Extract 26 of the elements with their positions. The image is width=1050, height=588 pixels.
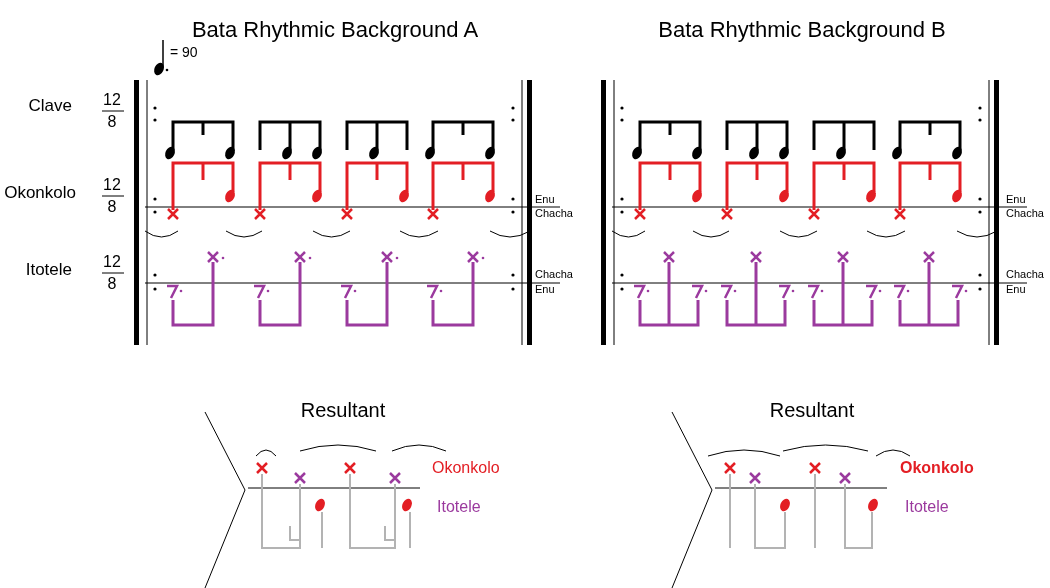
- legend-text: Itotele: [905, 498, 949, 516]
- time-signature-number: 8: [107, 275, 117, 293]
- time-signature-number: 12: [103, 253, 121, 271]
- time-signature-number: 12: [103, 91, 121, 109]
- section-title: Bata Rhythmic Background B: [658, 17, 946, 43]
- drumhead-name: Chacha: [535, 267, 573, 281]
- drumhead-name: Chacha: [1006, 267, 1044, 281]
- drumhead-name: Enu: [535, 282, 555, 296]
- drumhead-name: Chacha: [1006, 206, 1044, 220]
- time-signature-number: 8: [107, 198, 117, 216]
- section-title: Bata Rhythmic Background A: [191, 17, 479, 43]
- drumhead-name: Enu: [1006, 282, 1026, 296]
- tempo-marking: = 90: [170, 45, 198, 61]
- drumhead-name: Enu: [1006, 192, 1026, 206]
- section-heading: Resultant: [300, 399, 386, 421]
- instrument-name: Itotele: [25, 260, 72, 280]
- instrument-name: Okonkolo: [4, 183, 76, 203]
- drumhead-name: Enu: [535, 192, 555, 206]
- legend-text: Okonkolo: [432, 459, 500, 477]
- legend-text: Okonkolo: [900, 459, 974, 477]
- legend-text: Itotele: [437, 498, 481, 516]
- time-signature-number: 8: [107, 113, 117, 131]
- time-signature-number: 12: [103, 176, 121, 194]
- section-heading: Resultant: [769, 399, 855, 421]
- drumhead-name: Chacha: [535, 206, 573, 220]
- instrument-name: Clave: [28, 96, 72, 116]
